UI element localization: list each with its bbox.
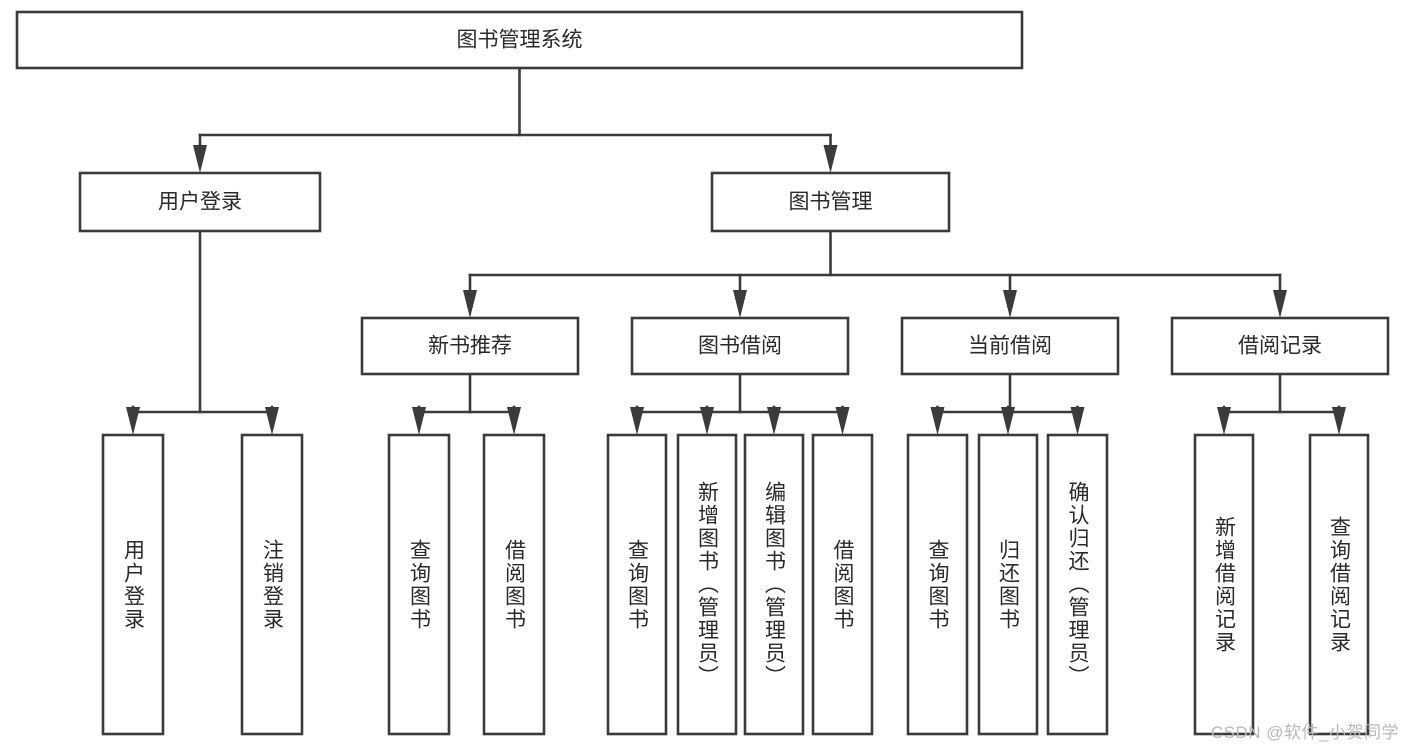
node-leaf-query-book-rec[interactable] [387, 433, 451, 736]
connector-lines [126, 66, 1346, 435]
node-leaf-borrow-book-box[interactable] [811, 433, 874, 736]
node-leaf-user-login[interactable] [101, 433, 165, 736]
node-book-borrow-box[interactable] [630, 316, 850, 376]
arrow-down-icon [767, 407, 781, 435]
node-borrow-record[interactable]: 借阅记录 [1170, 316, 1390, 376]
arrow-down-icon [1070, 407, 1085, 435]
arrow-down-icon [126, 407, 140, 435]
arrow-down-icon [700, 407, 714, 435]
node-leaf-edit-book-admin[interactable] [743, 433, 805, 736]
arrow-down-icon [1273, 290, 1287, 318]
node-current-borrow[interactable]: 当前借阅 [900, 316, 1120, 376]
node-leaf-confirm-return-admin-box[interactable] [1046, 433, 1109, 736]
arrow-down-icon [463, 290, 477, 318]
arrow-down-icon [193, 145, 207, 173]
root-node-book-management-system-box[interactable] [15, 10, 1024, 70]
node-leaf-return-book[interactable] [977, 433, 1039, 736]
node-leaf-user-logout-box[interactable] [240, 433, 304, 736]
node-leaf-query-borrow-record[interactable] [1308, 433, 1370, 736]
arrow-down-icon [630, 407, 644, 435]
arrow-down-icon [1332, 407, 1346, 435]
node-book-borrow-label: 图书借阅 [698, 335, 782, 358]
node-current-borrow-box[interactable] [900, 316, 1120, 376]
arrow-down-icon [1217, 407, 1231, 435]
node-leaf-query-book-current-box[interactable] [906, 433, 969, 736]
csdn-watermark: CSDN @软件_小贺同学 [1210, 723, 1399, 742]
arrow-down-icon [1003, 290, 1017, 318]
node-new-book-recommend-label: 新书推荐 [428, 335, 512, 358]
node-current-borrow-label: 当前借阅 [968, 335, 1052, 358]
node-user-login[interactable]: 用户登录 [78, 171, 322, 233]
node-book-manage[interactable]: 图书管理 [710, 171, 951, 233]
arrow-down-icon [823, 145, 838, 173]
node-leaf-borrow-book-rec-box[interactable] [482, 433, 546, 736]
arrow-down-icon [733, 290, 747, 318]
node-leaf-query-book-borrow[interactable] [606, 433, 668, 736]
arrow-down-icon [930, 407, 945, 435]
node-leaf-user-login-box[interactable] [101, 433, 165, 736]
node-new-book-recommend-box[interactable] [360, 316, 580, 376]
arrow-down-icon [835, 407, 850, 435]
arrow-down-icon [412, 407, 426, 435]
node-borrow-record-label: 借阅记录 [1238, 335, 1322, 358]
node-borrow-record-box[interactable] [1170, 316, 1390, 376]
node-leaf-add-book-admin-box[interactable] [676, 433, 738, 736]
node-book-manage-label: 图书管理 [789, 191, 873, 214]
node-leaf-query-book-current[interactable] [906, 433, 969, 736]
node-leaf-confirm-return-admin[interactable] [1046, 433, 1109, 736]
node-book-manage-box[interactable] [710, 171, 951, 233]
node-leaf-user-logout[interactable] [240, 433, 304, 736]
node-leaf-add-borrow-record[interactable] [1193, 433, 1255, 736]
root-node-book-management-system[interactable]: 图书管理系统 [15, 10, 1024, 70]
arrow-down-icon [1001, 407, 1015, 435]
node-leaf-borrow-book[interactable] [811, 433, 874, 736]
node-leaf-query-book-borrow-box[interactable] [606, 433, 668, 736]
node-new-book-recommend[interactable]: 新书推荐 [360, 316, 580, 376]
node-book-borrow[interactable]: 图书借阅 [630, 316, 850, 376]
node-user-login-box[interactable] [78, 171, 322, 233]
node-leaf-query-book-rec-box[interactable] [387, 433, 451, 736]
node-leaf-edit-book-admin-box[interactable] [743, 433, 805, 736]
node-leaf-borrow-book-rec[interactable] [482, 433, 546, 736]
arrow-down-icon [507, 407, 521, 435]
node-leaf-add-book-admin[interactable] [676, 433, 738, 736]
arrow-down-icon [265, 407, 279, 435]
node-user-login-label: 用户登录 [158, 191, 242, 214]
node-leaf-return-book-box[interactable] [977, 433, 1039, 736]
node-leaf-query-borrow-record-box[interactable] [1308, 433, 1370, 736]
node-leaf-add-borrow-record-box[interactable] [1193, 433, 1255, 736]
root-node-book-management-system-label: 图书管理系统 [457, 29, 583, 52]
